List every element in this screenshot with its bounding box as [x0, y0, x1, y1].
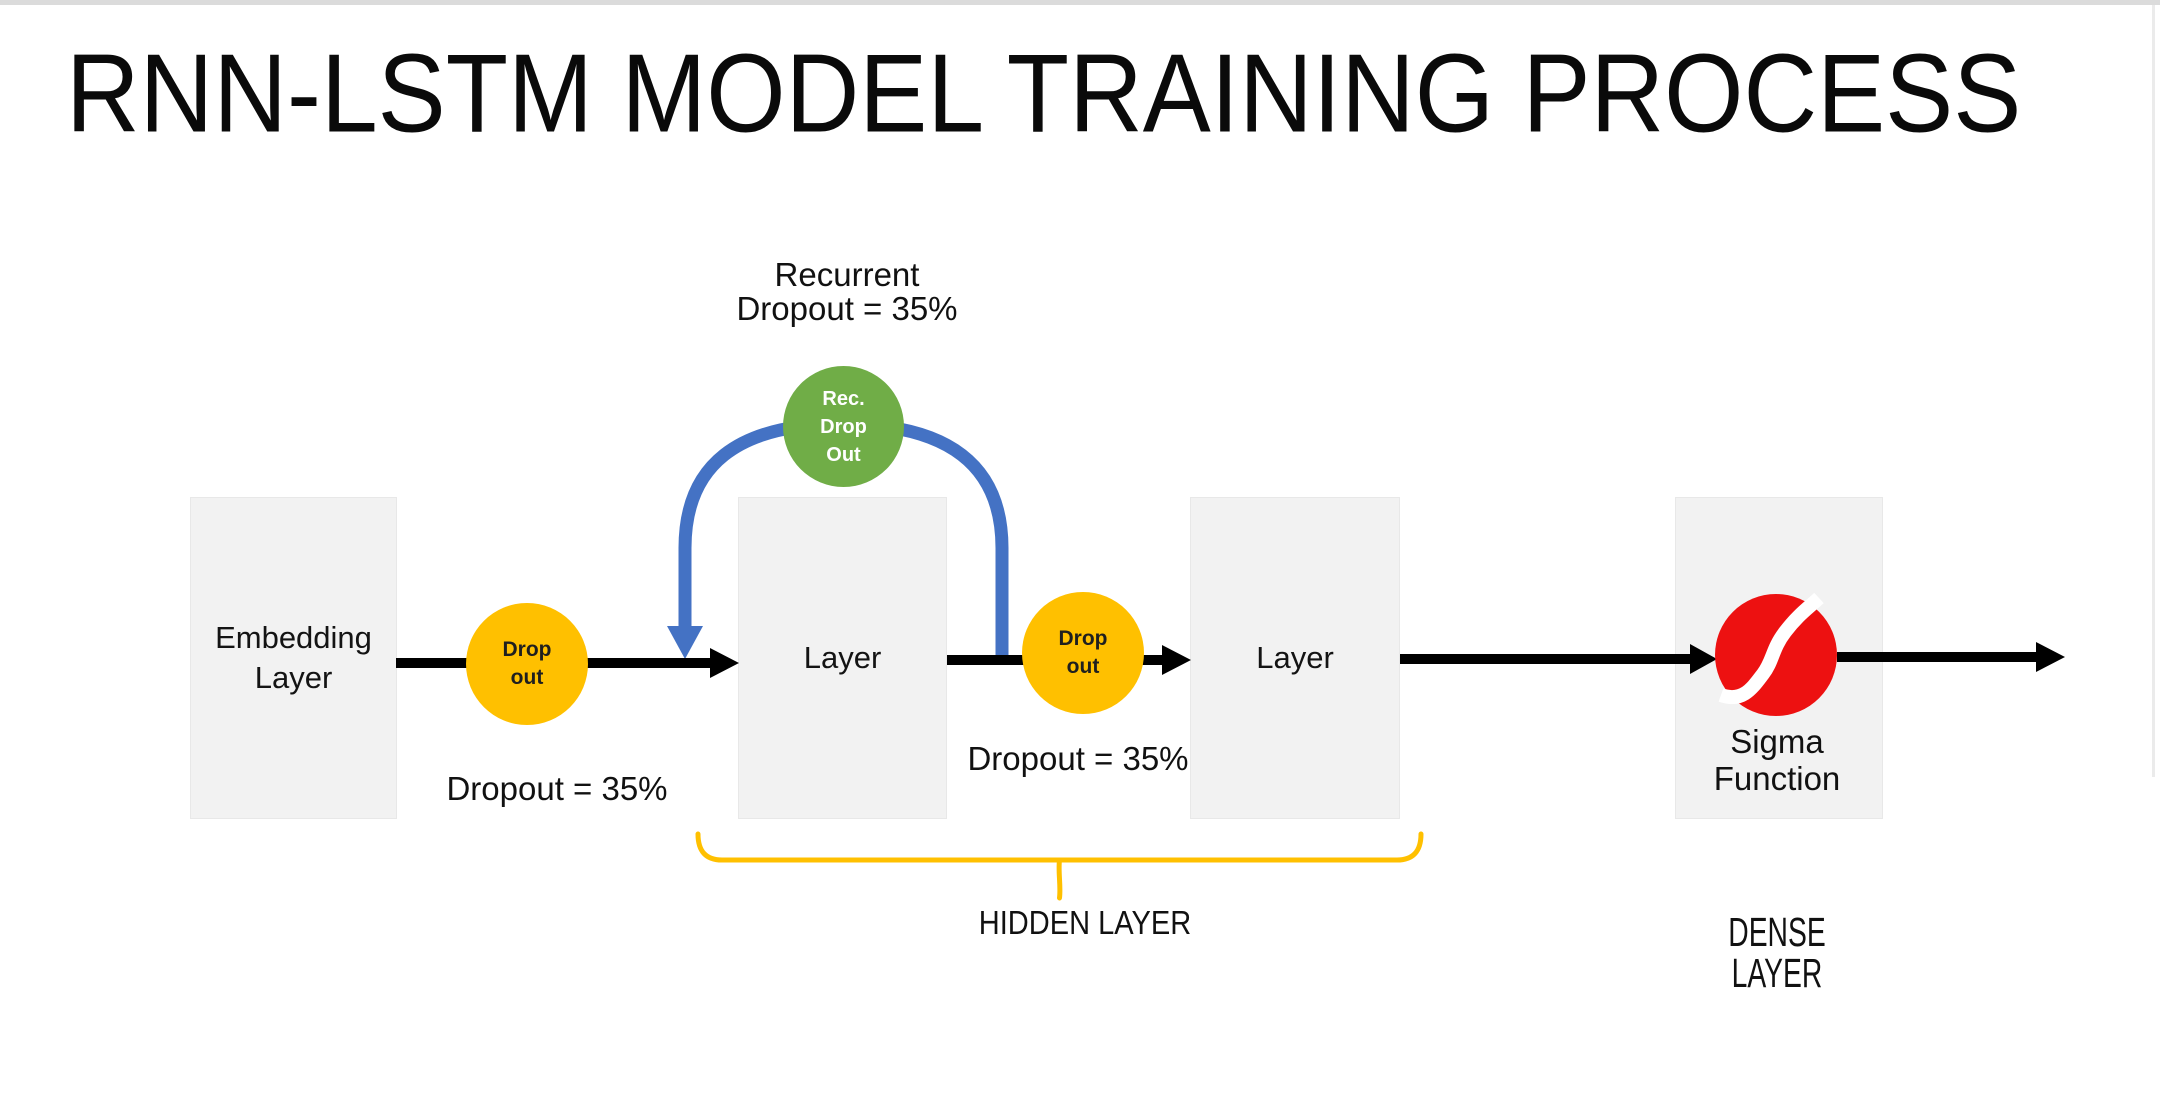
dense-layer-caption: DENSE LAYER: [1728, 909, 1826, 996]
arrowhead-output-icon: [2036, 642, 2065, 672]
hidden-layer-2-label: Layer: [1256, 639, 1334, 675]
hidden-layer-box-2: Layer: [1190, 497, 1400, 819]
window-top-bar: [0, 0, 2160, 5]
dropout1-annotation: Dropout = 35%: [446, 770, 668, 807]
window-right-edge: [2152, 5, 2155, 777]
recurrent-dropout-annotation: Recurrent Dropout = 35%: [736, 256, 958, 327]
page-title: RNN-LSTM MODEL TRAINING PROCESS: [66, 31, 2022, 156]
recurrent-dropout-circle-label: Rec. Drop Out: [820, 387, 867, 466]
dropout-circle-1: Drop out: [466, 603, 588, 725]
hidden-layer-brace: [695, 831, 1424, 863]
arrowhead-hidden2-icon: [1162, 645, 1191, 675]
sigmoid-curve-icon: [1718, 592, 1824, 704]
dropout-circle-1-label: Drop out: [502, 637, 552, 689]
hidden-layer-brace-stem: [1056, 857, 1063, 901]
hidden-layer-box-1: Layer: [738, 497, 947, 819]
dropout2-annotation: Dropout = 35%: [967, 740, 1189, 777]
recurrent-dropout-circle: Rec. Drop Out: [783, 366, 904, 487]
arrowhead-hidden1-icon: [710, 648, 739, 678]
dropout-circle-2: Drop out: [1022, 592, 1144, 714]
recurrent-loop-arrowhead-icon: [667, 626, 703, 659]
dropout-circle-2-label: Drop out: [1058, 626, 1108, 678]
embedding-layer-label: Embedding Layer: [215, 619, 372, 695]
embedding-layer-box: Embedding Layer: [190, 497, 397, 819]
arrowhead-sigma-icon: [1690, 644, 1717, 674]
sigma-function-label: Sigma Function: [1713, 723, 1841, 797]
hidden-layer-1-label: Layer: [803, 639, 882, 675]
hidden-layer-caption: HIDDEN LAYER: [978, 904, 1192, 941]
